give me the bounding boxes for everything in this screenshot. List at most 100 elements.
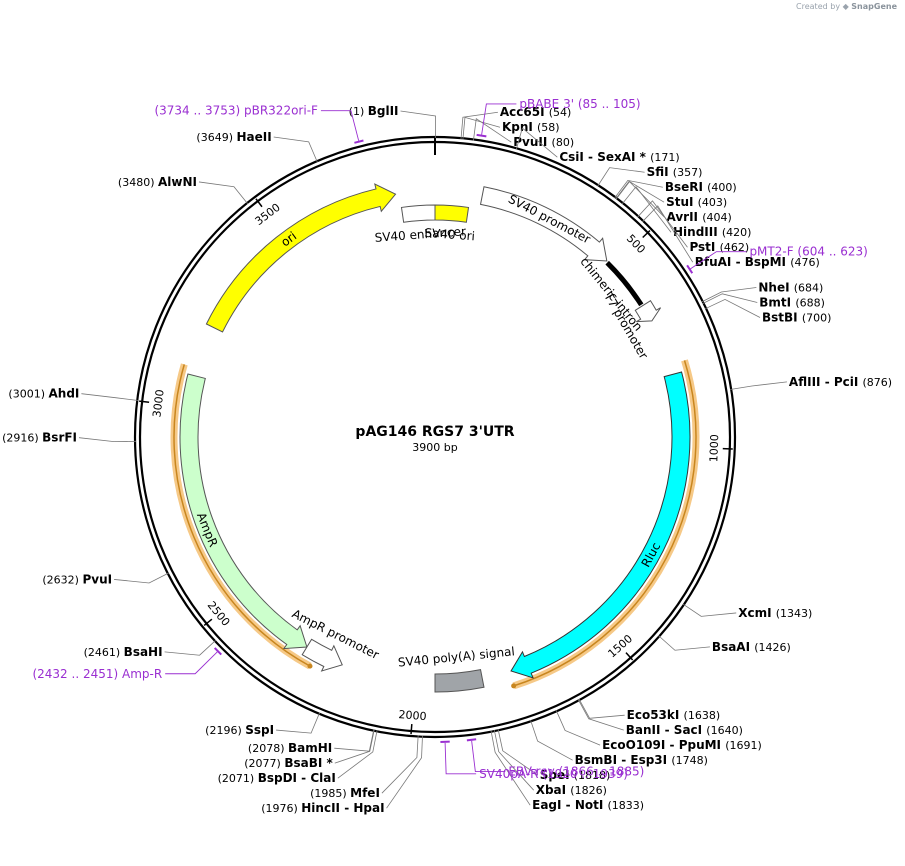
site-bsrfi[interactable]: (2916) BsrFI [2, 431, 137, 445]
feature-label: SV40 enhancer [374, 224, 466, 245]
site-bseri[interactable]: BseRI (400) [614, 179, 737, 199]
orf-line [513, 360, 697, 687]
site-label: (1985) MfeI [310, 786, 380, 800]
site-position: (2078) [248, 742, 288, 755]
site-bspdi[interactable]: (2071) BspDI - ClaI [218, 730, 378, 785]
site-label: (2077) BsaBI * [244, 756, 333, 770]
enzyme-name: - BspMI [736, 255, 791, 269]
site-sfii[interactable]: SfiI (357) [597, 165, 703, 187]
site-bamhi[interactable]: (2078) BamHI [248, 729, 375, 756]
site-mfei[interactable]: (1985) MfeI [310, 735, 419, 801]
primer-pbabe-3[interactable]: pBABE 3' (85 .. 105) [476, 97, 641, 138]
site-kpni[interactable]: KpnI (58) [462, 116, 560, 140]
enzyme-name: HaeII [236, 130, 271, 144]
site-position: (2461) [84, 646, 124, 659]
site-acc65i[interactable]: Acc65I (54) [460, 105, 571, 140]
site-leader-line [198, 181, 249, 205]
snapgene-logo-icon: ◆ [842, 2, 849, 11]
site-leader-line [334, 729, 375, 752]
site-bglii[interactable]: (1) BglII [349, 104, 436, 139]
site-leader-line [337, 730, 378, 779]
feature-sv40-enhancer[interactable]: SV40 enhancer [374, 204, 466, 245]
site-ahdi[interactable]: (3001) AhdI [8, 387, 139, 401]
site-xbai[interactable]: XbaI (1826) [493, 729, 607, 797]
site-leader-line [730, 381, 787, 390]
site-avrii[interactable]: AvrII (404) [615, 181, 732, 225]
feature-ori[interactable]: ori [205, 183, 397, 333]
enzyme-name: BmtI [759, 296, 795, 310]
site-sspi[interactable]: (2196) SspI [205, 712, 320, 737]
enzyme-name: - HpaI [344, 801, 384, 815]
enzyme-name: EagI [532, 798, 566, 812]
primer-pmt2-f[interactable]: pMT2-F (604 .. 623) [686, 245, 868, 274]
site-bsahi[interactable]: (2461) BsaHI [84, 639, 216, 659]
feature-sv40-poly-a-signal[interactable]: SV40 poly(A) signal [397, 644, 515, 693]
feature-t7-promoter[interactable]: T7 promoter [601, 289, 662, 361]
primer-name: Amp-R [118, 667, 162, 681]
primer-ebv-rev[interactable]: EBV-rev (1866 .. 1885) [466, 738, 644, 779]
site-nhei[interactable]: NheI (684) [701, 281, 824, 303]
site-pvui[interactable]: (2632) PvuI [42, 572, 169, 586]
primer-leader-line [481, 103, 517, 135]
primer-leader-line [165, 651, 218, 675]
site-label: CsiI - SexAI * (171) [559, 150, 679, 164]
feature-rluc[interactable]: Rluc [510, 371, 691, 679]
enzyme-name: SspI [245, 723, 274, 737]
primer-bar [686, 264, 694, 274]
site-label: StuI (403) [666, 195, 727, 209]
tick-label: 1000 [707, 434, 721, 463]
site-bsaai[interactable]: BsaAI (1426) [658, 635, 791, 654]
site-bmti[interactable]: BmtI (688) [702, 293, 825, 310]
site-position: (2077) [244, 757, 284, 770]
primer-pbr322ori-f[interactable]: (3734 .. 3753) pBR322ori-F [154, 104, 364, 144]
site-hincii[interactable]: (1976) HincII - HpaI [261, 735, 423, 815]
site-hindiii[interactable]: HindIII (420) [621, 186, 751, 239]
site-haeii[interactable]: (3649) HaeII [196, 130, 318, 163]
site-csii[interactable]: CsiI - SexAI * (171) [515, 127, 680, 164]
primer-leader-line [320, 110, 360, 141]
primer-amp-r[interactable]: (2432 .. 2451) Amp-R [32, 647, 222, 681]
site-position: (171) [650, 151, 680, 164]
site-pvuii[interactable]: PvuII (80) [473, 117, 574, 150]
primer-bar [476, 133, 487, 138]
site-position: (1985) [310, 787, 350, 800]
primer-range: (1866 .. 1885) [555, 765, 645, 779]
enzyme-name: NheI [758, 281, 793, 295]
site-eco53ki[interactable]: Eco53kI (1638) [578, 698, 721, 722]
feature-label: SV40 ori [424, 226, 475, 244]
site-position: (404) [702, 211, 732, 224]
enzyme-name: EcoO109I [602, 738, 669, 752]
site-psti[interactable]: PstI (462) [637, 200, 750, 254]
primer-sv40pa-r[interactable]: SV40pA-R (1920 .. 1939) [440, 740, 628, 781]
site-position: (1638) [684, 709, 721, 722]
site-spei[interactable]: SpeI (1818) [497, 729, 610, 782]
site-ecoo109i[interactable]: EcoO109I - PpuMI (1691) [555, 710, 762, 752]
orf-layer [170, 359, 700, 690]
site-leader-line [462, 116, 501, 140]
site-eagi[interactable]: EagI - NotI (1833) [490, 730, 644, 812]
site-position: (684) [794, 282, 824, 295]
site-bsmbi[interactable]: BsmBI - Esp3I (1748) [530, 720, 708, 767]
feature-shape [205, 183, 397, 333]
primer-label: EBV-rev (1866 .. 1885) [508, 765, 644, 779]
enzyme-name: SfiI [647, 165, 673, 179]
feature-ampr[interactable]: AmpR [179, 373, 308, 650]
feature-sv40-ori[interactable]: SV40 ori [424, 204, 475, 244]
site-leader-line [577, 699, 624, 731]
orf-line [173, 364, 311, 667]
site-leader-line [497, 729, 538, 776]
site-bstbi[interactable]: BstBI (700) [704, 298, 831, 325]
site-afliii[interactable]: AflIII - PciI (876) [730, 375, 892, 390]
site-leader-line [615, 181, 665, 218]
site-xcmi[interactable]: XcmI (1343) [682, 603, 812, 620]
site-banii[interactable]: BanII - SacI (1640) [577, 699, 743, 737]
site-position: (3649) [196, 131, 236, 144]
primer-bar [213, 647, 222, 656]
site-stui[interactable]: StuI (403) [615, 180, 727, 209]
site-bsabi[interactable]: (2077) BsaBI * [244, 729, 375, 770]
enzyme-name: BamHI [288, 741, 332, 755]
feature-label: SV40 poly(A) signal [397, 644, 515, 669]
feature-sv40-promoter[interactable]: SV40 promoter [479, 186, 608, 262]
primer-label: pBABE 3' (85 .. 105) [519, 97, 640, 111]
site-alwni[interactable]: (3480) AlwNI [118, 175, 249, 205]
